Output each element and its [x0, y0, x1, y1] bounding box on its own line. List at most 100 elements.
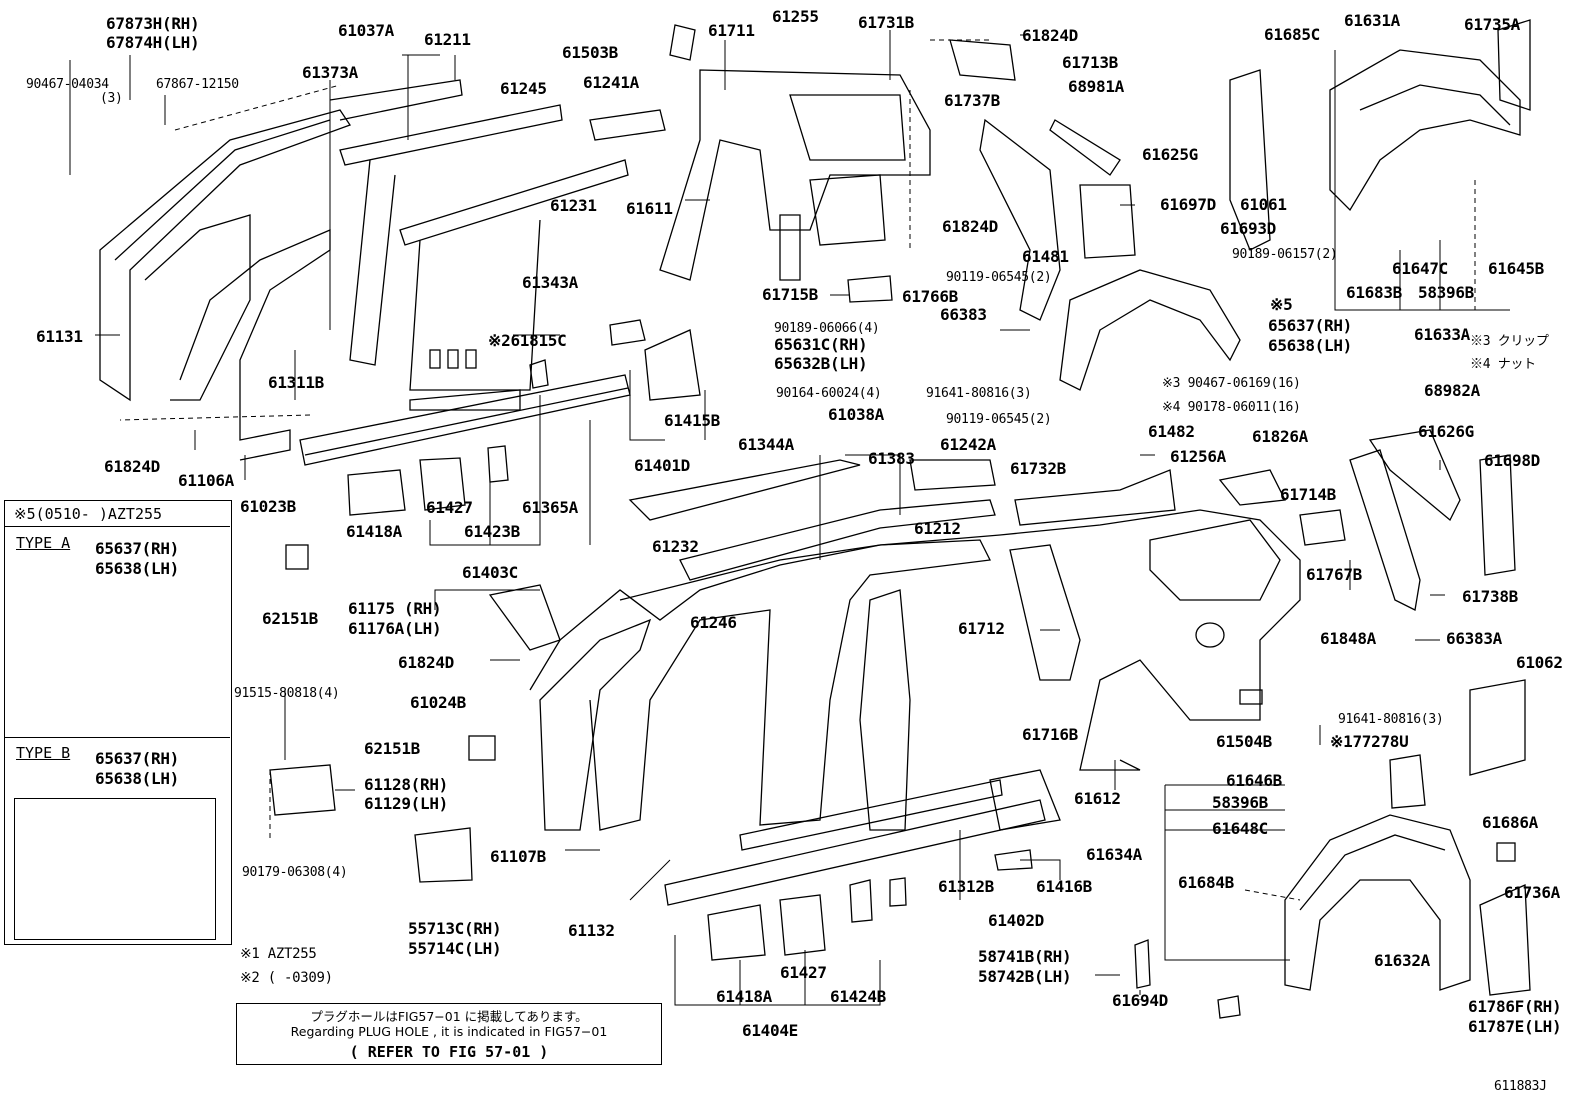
label-61246: 61246 — [690, 613, 737, 632]
label-61312b: 61312B — [938, 877, 994, 896]
label-61612: 61612 — [1074, 789, 1121, 808]
label-65637-rh: 65637(RH) — [1268, 316, 1352, 335]
label-61212: 61212 — [914, 519, 961, 538]
label-177278u: ※177278U — [1330, 732, 1409, 751]
label-61061: 61061 — [1240, 195, 1287, 214]
label-61482: 61482 — [1148, 422, 1195, 441]
label-65632b: 65632B(LH) — [774, 354, 868, 373]
label-61716b: 61716B — [1022, 725, 1078, 744]
rocker-panel-drawing — [299, 374, 631, 466]
label-61383: 61383 — [868, 449, 915, 468]
leader-61401d — [629, 370, 665, 441]
label-58742b: 58742B(LH) — [978, 967, 1072, 986]
leader-61132 — [629, 859, 671, 901]
label-note3-clip: ※3 クリップ — [1470, 334, 1549, 349]
label-58741b: 58741B(RH) — [978, 947, 1072, 966]
label-61645b: 61645B — [1488, 259, 1544, 278]
label-90179: 90179-06308(4) — [242, 865, 348, 880]
lower-wheel-housing-drawing — [1134, 814, 1471, 1019]
label-66383: 66383 — [940, 305, 987, 324]
label-61625g: 61625G — [1142, 145, 1198, 164]
label-90164: 90164-60024(4) — [776, 386, 882, 401]
bracket-parts-drawing — [269, 24, 701, 883]
label-61373a: 61373A — [302, 63, 358, 82]
type-b-lh: 65638(LH) — [95, 769, 179, 788]
label-61735a: 61735A — [1464, 15, 1520, 34]
label-90119-b: 90119-06545(2) — [946, 412, 1052, 427]
label-61481: 61481 — [1022, 247, 1069, 266]
leader-61038a — [845, 454, 901, 515]
label-68981a: 68981A — [1068, 77, 1124, 96]
label-61344a: 61344A — [738, 435, 794, 454]
label-61715b: 61715B — [762, 285, 818, 304]
label-61427-b: 61427 — [780, 963, 827, 982]
label-61686a: 61686A — [1482, 813, 1538, 832]
label-61786f: 61786F(RH) — [1468, 997, 1562, 1016]
label-61211: 61211 — [424, 30, 471, 49]
label-67867-12150: 67867-12150 — [156, 77, 239, 92]
label-61365a: 61365A — [522, 498, 578, 517]
label-61037a: 61037A — [338, 21, 394, 40]
roof-side-rail-drawing — [628, 459, 1176, 581]
label-note5: ※5 — [1270, 295, 1293, 314]
label-65631c: 65631C(RH) — [774, 335, 868, 354]
leader-61403c-left — [429, 395, 541, 546]
label-61132: 61132 — [568, 921, 615, 940]
label-90467-04034: 90467-04034 — [26, 77, 109, 92]
label-61404e: 61404E — [742, 1021, 798, 1040]
type-a-lh: 65638(LH) — [95, 559, 179, 578]
rear-quarter-upper-drawing — [659, 39, 1136, 321]
label-figure-number: 611883J — [1494, 1079, 1547, 1094]
label-61503b: 61503B — [562, 43, 618, 62]
label-61685c: 61685C — [1264, 25, 1320, 44]
label-61023b: 61023B — [240, 497, 296, 516]
leader-61684b — [1244, 889, 1301, 901]
lower-rocker-drawing — [664, 769, 1061, 961]
body-side-outer-drawing — [529, 509, 1301, 831]
label-61631a: 61631A — [1344, 11, 1400, 30]
leader-61404e — [674, 935, 881, 1006]
label-61423b: 61423B — [464, 522, 520, 541]
label-61176a: 61176A(LH) — [348, 619, 442, 638]
label-90467-qty: (3) — [100, 91, 123, 106]
front-pillar-panel-drawing — [99, 79, 629, 461]
label-61131: 61131 — [36, 327, 83, 346]
label-61647c: 61647C — [1392, 259, 1448, 278]
label-61826a: 61826A — [1252, 427, 1308, 446]
type-b-frame — [14, 798, 216, 940]
label-91515: 91515-80818(4) — [234, 686, 340, 701]
label-61418a-b: 61418A — [716, 987, 772, 1006]
label-61848a: 61848A — [1320, 629, 1376, 648]
label-61415b: 61415B — [664, 411, 720, 430]
type-a-label: TYPE A — [16, 534, 71, 552]
label-61634a: 61634A — [1086, 845, 1142, 864]
label-61232: 61232 — [652, 537, 699, 556]
label-61824d-top: 61824D — [1022, 26, 1078, 45]
label-91641-b: 91641-80816(3) — [1338, 712, 1444, 727]
label-91641-a: 91641-80816(3) — [926, 386, 1032, 401]
label-61694d: 61694D — [1112, 991, 1168, 1010]
footnote-2: ※2 ( -0309) — [240, 970, 333, 986]
label-61626g: 61626G — [1418, 422, 1474, 441]
label-61038a: 61038A — [828, 405, 884, 424]
label-61416b: 61416B — [1036, 877, 1092, 896]
label-90119-a: 90119-06545(2) — [946, 270, 1052, 285]
label-61732b: 61732B — [1010, 459, 1066, 478]
label-61401d: 61401D — [634, 456, 690, 475]
label-61403c: 61403C — [462, 563, 518, 582]
label-61737b: 61737B — [944, 91, 1000, 110]
label-61106a: 61106A — [178, 471, 234, 490]
label-55714c: 55714C(LH) — [408, 939, 502, 958]
label-61646b: 61646B — [1226, 771, 1282, 790]
label-61128: 61128(RH) — [364, 775, 448, 794]
label-62151b-a: 62151B — [262, 609, 318, 628]
label-61697d: 61697D — [1160, 195, 1216, 214]
leader-67867-dash — [174, 84, 341, 131]
label-67874h: 67874H(LH) — [106, 33, 200, 52]
label-90189-06066: 90189-06066(4) — [774, 321, 880, 336]
leader-61633a — [1334, 50, 1510, 311]
label-61736a: 61736A — [1504, 883, 1560, 902]
label-61633a: 61633A — [1414, 325, 1470, 344]
rear-wheel-housing-drawing — [1059, 19, 1531, 391]
